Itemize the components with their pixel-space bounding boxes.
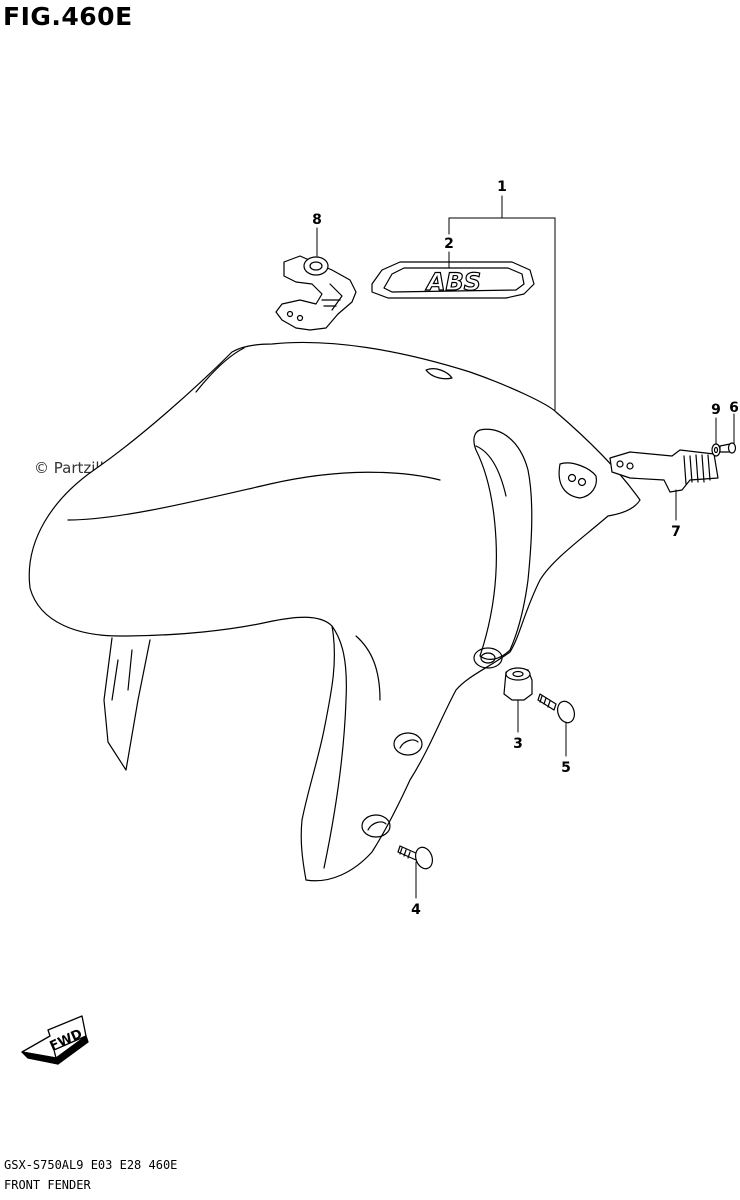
washer <box>711 443 721 457</box>
callout-4: 4 <box>411 902 421 918</box>
callout-8: 8 <box>312 212 322 228</box>
screw-6 <box>719 442 737 454</box>
front-fender <box>28 341 641 882</box>
bolt-4 <box>397 845 434 870</box>
callout-2: 2 <box>444 236 454 252</box>
abs-emblem-text: ABS <box>425 268 481 296</box>
callout-1: 1 <box>497 179 507 195</box>
model-code: GSX-S750AL9 E03 E28 460E <box>4 1158 178 1172</box>
leader-lines <box>316 195 735 899</box>
callout-5: 5 <box>561 760 571 776</box>
callout-3: 3 <box>513 736 523 752</box>
callout-9: 9 <box>711 402 721 418</box>
abs-emblem <box>371 261 535 299</box>
callout-6: 6 <box>729 400 739 416</box>
fwd-arrow <box>21 1015 89 1065</box>
brake-hose-bracket <box>275 255 357 331</box>
bolt-5 <box>537 693 576 724</box>
section-name: FRONT FENDER <box>4 1178 91 1192</box>
callout-7: 7 <box>671 524 681 540</box>
figure-title: FIG.460E <box>3 2 133 31</box>
grommet <box>503 667 533 701</box>
small-bracket <box>609 449 719 493</box>
